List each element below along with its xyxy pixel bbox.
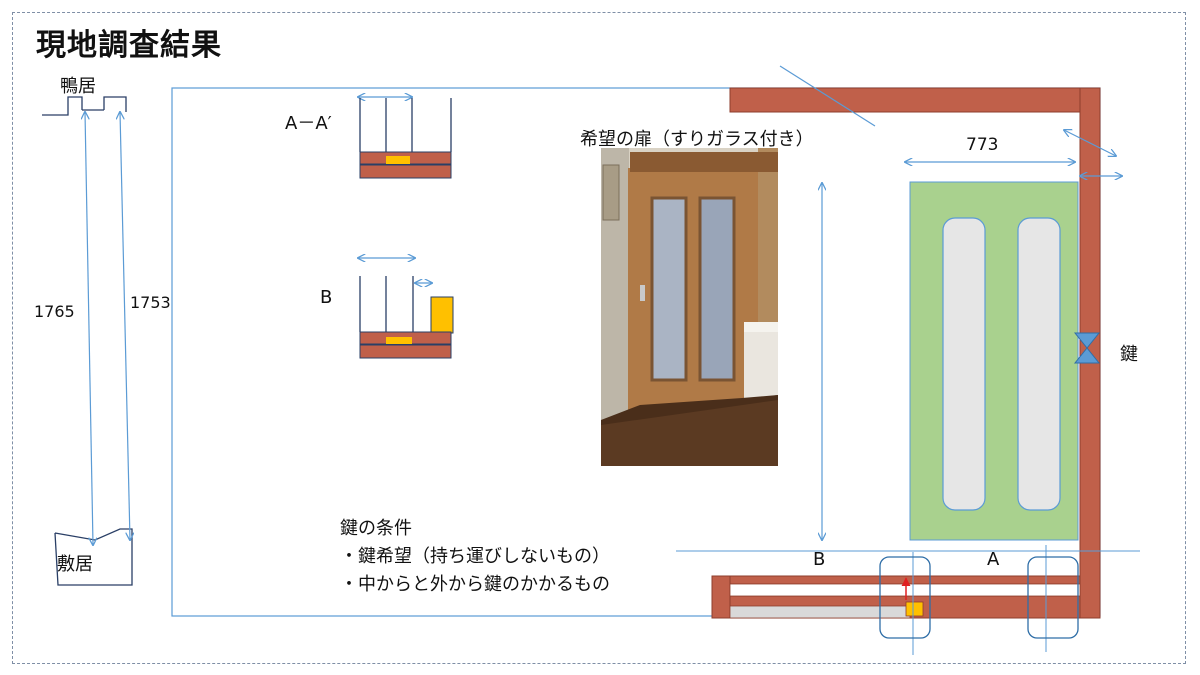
- kamoi-label: 鴨居: [60, 76, 96, 97]
- plan-label-b: B: [813, 549, 826, 570]
- door-photo-caption: 希望の扉（すりガラス付き）: [580, 129, 814, 150]
- section-b-marker: [879, 556, 931, 639]
- wall-thickness-dimension: [1064, 130, 1116, 156]
- plan-label-a: A: [987, 549, 1000, 570]
- diagonal-reference-line: [779, 65, 876, 127]
- door-frame-profile: [42, 96, 133, 586]
- section-aa-label: A－A′: [285, 113, 332, 134]
- lock-position-marker: [905, 601, 924, 617]
- key-lock-icon: [1073, 332, 1101, 364]
- section-aa-detail: [358, 97, 452, 179]
- height-left-dimension: 1765: [34, 302, 75, 321]
- door-glass-right: [1017, 217, 1061, 511]
- shikii-label: 敷居: [57, 554, 93, 575]
- condition-item: ・中からと外から鍵のかかるもの: [340, 574, 610, 595]
- page-title: 現地調査結果: [36, 28, 222, 63]
- section-b-label: B: [320, 287, 333, 308]
- door-width-dimension: 773: [966, 135, 999, 155]
- section-b-detail: [358, 258, 454, 359]
- height-right-dimension: 1753: [130, 293, 171, 312]
- door-photo: [601, 148, 778, 466]
- slide-frame: [12, 12, 1186, 664]
- sliding-panel-plan: [729, 605, 911, 619]
- conditions-title: 鍵の条件: [340, 518, 412, 539]
- condition-item: ・鍵希望（持ち運びしないもの）: [340, 546, 610, 567]
- height-dimension-lines: [85, 112, 130, 545]
- section-a-marker: [1027, 556, 1079, 639]
- key-label: 鍵: [1120, 344, 1138, 365]
- door-glass-left: [942, 217, 986, 511]
